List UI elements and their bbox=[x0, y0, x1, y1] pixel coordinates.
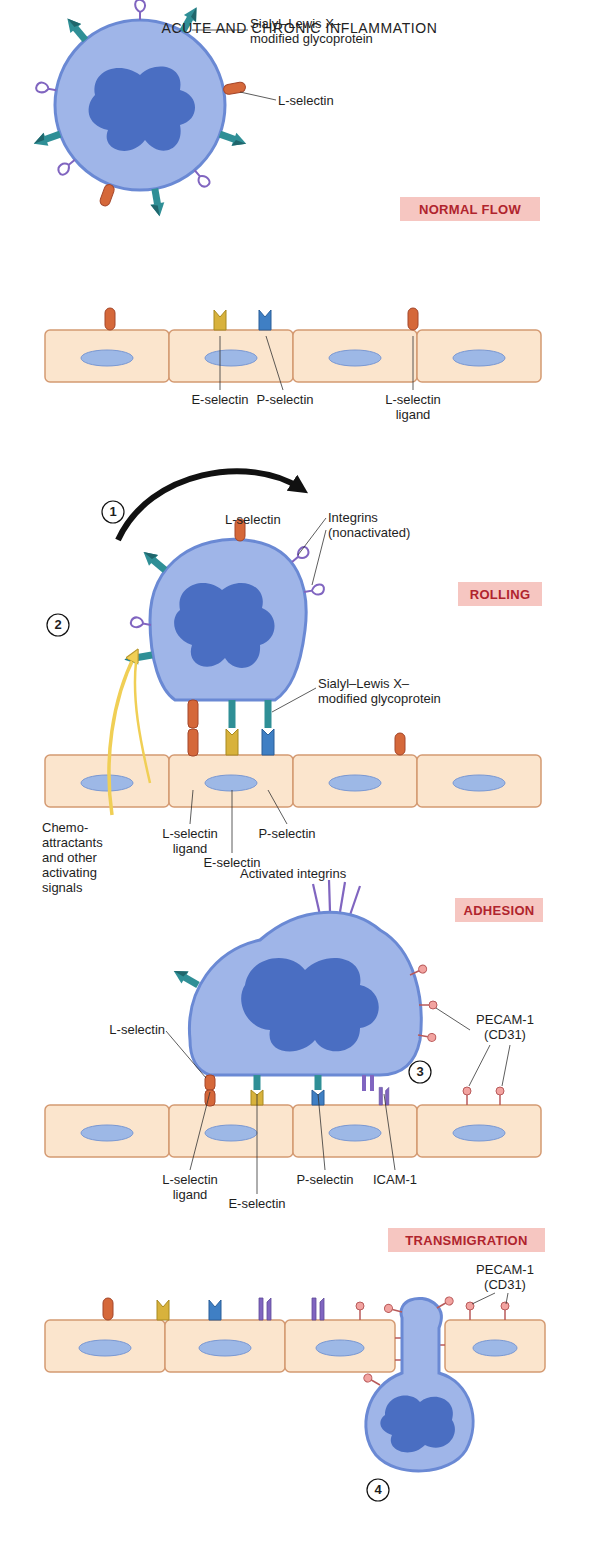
leukocyte-transmigration bbox=[362, 1296, 473, 1501]
endothelium-transmigration bbox=[45, 1298, 545, 1372]
chemoattractant-arrows bbox=[109, 655, 150, 815]
callout-number: 2 bbox=[47, 617, 69, 632]
molecule-label: L-selectin ligand bbox=[155, 1172, 225, 1202]
molecule-label: L-selectin bbox=[225, 512, 305, 527]
stage-band: ADHESION bbox=[455, 898, 543, 922]
stage-label: TRANSMIGRATION bbox=[405, 1233, 527, 1248]
molecule-label: E-selectin bbox=[217, 1196, 297, 1211]
callout-number: 4 bbox=[367, 1482, 389, 1497]
molecule-label: Activated integrins bbox=[240, 866, 380, 881]
molecule-label: Sialyl–Lewis X– modified glycoprotein bbox=[250, 16, 390, 46]
molecule-label: L-selectin ligand bbox=[155, 826, 225, 856]
stage-band: NORMAL FLOW bbox=[400, 197, 540, 221]
molecule-label: ICAM-1 bbox=[360, 1172, 430, 1187]
molecule-label: Chemo- attractants and other activating … bbox=[42, 820, 122, 895]
callout-number: 1 bbox=[102, 504, 124, 519]
stage-band: ROLLING bbox=[458, 582, 542, 606]
stage-label: NORMAL FLOW bbox=[419, 202, 521, 217]
leukocyte-adhesion bbox=[170, 880, 437, 1091]
molecule-label: Sialyl–Lewis X– modified glycoprotein bbox=[318, 676, 458, 706]
stage-label: ROLLING bbox=[470, 587, 531, 602]
molecule-label: L-selectin bbox=[278, 93, 358, 108]
molecule-label: P-selectin bbox=[247, 826, 327, 841]
molecule-label: L-selectin bbox=[95, 1022, 165, 1037]
molecule-label: P-selectin bbox=[285, 1172, 365, 1187]
stage-label: ADHESION bbox=[463, 903, 534, 918]
molecule-label: E-selectin bbox=[180, 392, 260, 407]
endothelium-rolling bbox=[45, 729, 541, 807]
molecule-label: L-selectin ligand bbox=[378, 392, 448, 422]
leader-lines-1 bbox=[192, 30, 413, 390]
leader-lines-4 bbox=[472, 1293, 508, 1304]
callout-number: 3 bbox=[409, 1064, 431, 1079]
molecule-label: P-selectin bbox=[245, 392, 325, 407]
endothelium-adhesion bbox=[45, 1061, 541, 1157]
molecule-label: Integrins (nonactivated) bbox=[328, 510, 428, 540]
molecule-label: PECAM-1 (CD31) bbox=[470, 1012, 540, 1042]
stage-band: TRANSMIGRATION bbox=[388, 1228, 545, 1252]
leukocyte-rolling bbox=[123, 519, 325, 728]
leader-lines-3 bbox=[166, 1008, 510, 1194]
leader-lines-2 bbox=[190, 518, 326, 853]
molecule-label: PECAM-1 (CD31) bbox=[470, 1262, 540, 1292]
endothelium-normal-flow bbox=[45, 308, 541, 382]
